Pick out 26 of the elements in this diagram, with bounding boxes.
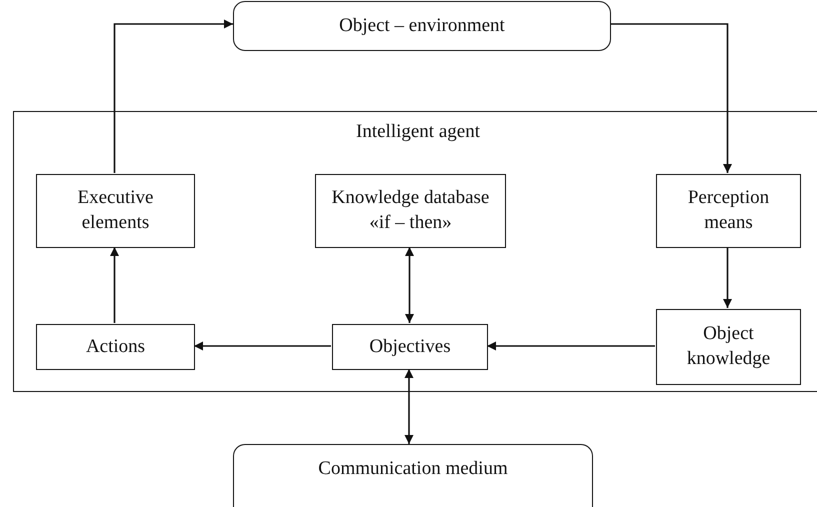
process-box	[36, 174, 195, 248]
arrow	[110, 247, 119, 323]
process-box	[315, 174, 506, 248]
node-label: Communication medium	[318, 457, 508, 482]
process-box	[36, 324, 195, 370]
node-label: Actions	[86, 334, 146, 359]
arrow	[194, 342, 331, 350]
node-label: Knowledge database «if – then»	[330, 186, 490, 235]
arrow	[611, 23, 732, 173]
arrow	[405, 247, 414, 323]
terminal-box	[233, 444, 593, 507]
terminal-box	[233, 1, 611, 51]
arrow	[487, 342, 655, 350]
node-label: Perception means	[686, 186, 770, 235]
process-box	[656, 309, 801, 385]
node-label: Intelligent agent	[356, 120, 480, 144]
node-label: Object – environment	[339, 14, 505, 38]
arrow	[723, 247, 732, 308]
process-box	[332, 324, 488, 370]
node-label: Objectives	[369, 334, 451, 359]
node-label: Executive elements	[76, 186, 154, 235]
node-label: Object knowledge	[686, 322, 772, 371]
arrow	[114, 20, 233, 173]
agent-frame	[13, 111, 817, 392]
process-box	[656, 174, 801, 248]
arrow	[404, 369, 414, 444]
